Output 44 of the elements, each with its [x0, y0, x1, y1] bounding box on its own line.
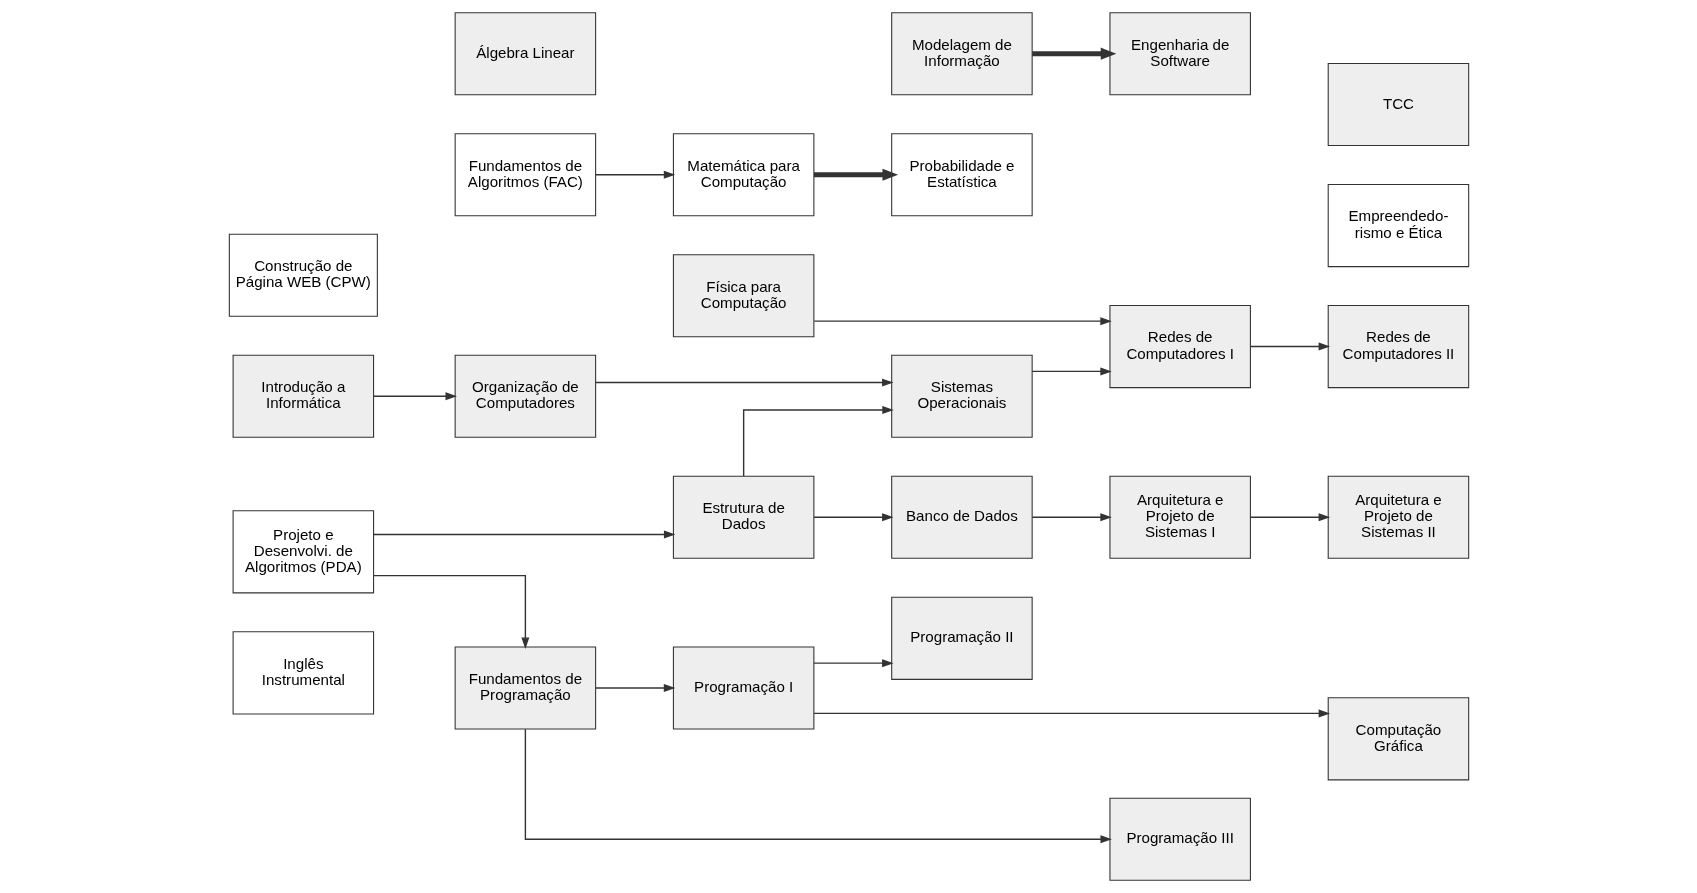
node-box: Computação Gráfica — [1327, 697, 1469, 781]
arrow — [372, 392, 457, 401]
node-box: Programação III — [1108, 797, 1251, 881]
arrow — [812, 659, 894, 668]
node-box: Probabilidade e Estatística — [890, 133, 1033, 217]
arrow — [594, 378, 893, 387]
node-box: Inglês Instrumental — [232, 631, 374, 715]
node-box: Modelagem de Informação — [890, 12, 1033, 96]
node-box: Fundamentos de Algoritmos (FAC) — [454, 133, 596, 217]
node-box: Redes de Computadores II — [1327, 304, 1469, 389]
arrow — [813, 168, 898, 181]
arrow — [524, 728, 1112, 844]
node-box: TCC — [1327, 62, 1469, 147]
node-box: Arquitetura e Projeto de Sistemas II — [1327, 475, 1469, 559]
arrow — [1249, 513, 1330, 522]
arrow — [1031, 367, 1112, 376]
node-box: Álgebra Linear — [454, 12, 596, 96]
arrow — [812, 513, 894, 522]
arrow — [594, 170, 675, 179]
node-box: Construção de Página WEB (CPW) — [228, 233, 378, 317]
node-box: Projeto e Desenvolvi. de Algoritmos (PDA) — [232, 510, 374, 594]
arrow — [1249, 342, 1330, 351]
arrow — [1031, 513, 1112, 522]
node-box: Matemática para Computação — [672, 133, 814, 217]
arrow — [1031, 47, 1116, 60]
node-box: Sistemas Operacionais — [890, 354, 1033, 438]
node-box: Programação II — [890, 596, 1033, 680]
node-box: Estrutura de Dados — [672, 475, 814, 559]
node-box: Organização de Computadores — [454, 354, 596, 438]
node-box: Física para Computação — [672, 254, 814, 338]
node-box: Empreendedo- rismo e Ética — [1327, 183, 1469, 268]
arrow — [813, 317, 1112, 326]
node-box: Fundamentos de Programação — [454, 646, 596, 730]
node-box: Redes de Computadores I — [1108, 304, 1251, 389]
arrow — [372, 574, 529, 649]
node-box: Banco de Dados — [890, 475, 1033, 559]
arrow — [372, 530, 675, 539]
arrow — [812, 709, 1330, 718]
arrow — [742, 405, 894, 477]
node-box: Programação I — [672, 646, 814, 730]
node-box: Engenharia de Software — [1108, 12, 1251, 96]
node-box: Introdução a Informática — [232, 354, 374, 438]
node-box: Arquitetura e Projeto de Sistemas I — [1108, 475, 1251, 559]
arrow — [594, 684, 675, 692]
